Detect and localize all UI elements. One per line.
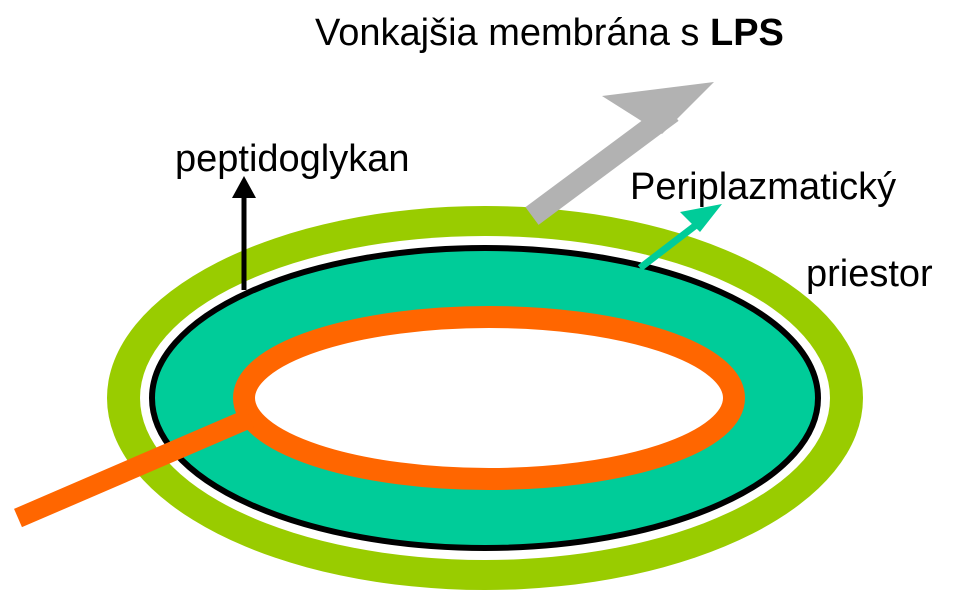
outer-membrane-label: Vonkajšia membrána s LPS — [315, 14, 784, 52]
outer-membrane-label-bold: LPS — [710, 12, 784, 54]
outer-membrane-label-text: Vonkajšia membrána s — [315, 12, 710, 54]
periplasm-label-line1: Periplazmatický — [630, 168, 896, 206]
peptidoglycan-label: peptidoglykan — [175, 140, 410, 178]
periplasm-label-line2: priestor — [806, 255, 933, 293]
inner-membrane-ring — [244, 317, 734, 479]
